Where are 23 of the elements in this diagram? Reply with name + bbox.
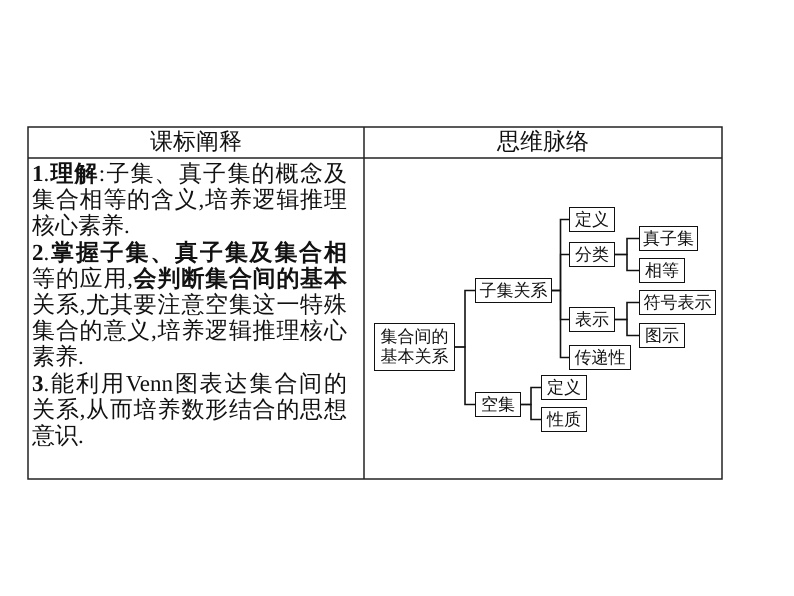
concept-box: 性质 (541, 407, 587, 432)
concept-box: 表示 (569, 307, 615, 332)
concept-box: 子集关系 (475, 278, 552, 303)
concept-box: 分类 (569, 242, 615, 267)
connector-line (615, 318, 639, 336)
concept-box: 符号表示 (639, 290, 716, 315)
objective-text: 3.能利用Venn图表达集合间的关系,从而培养数形结合的思想意识. (32, 370, 347, 450)
concept-box: 相等 (639, 258, 685, 283)
concept-box: 传递性 (569, 345, 631, 370)
connector-line (552, 290, 569, 358)
connector-line (615, 254, 639, 272)
concept-box: 定义 (569, 207, 615, 232)
column-heading: 思维脉络 (497, 128, 589, 156)
concept-box: 定义 (541, 375, 587, 400)
objective-text: 2.掌握子集、真子集及集合相等的应用,会判断集合间的基本关系,尤其要注意空集这一特殊集合的意义,培养逻辑推理核心素养. (32, 240, 347, 371)
objective-text: 1.理解:子集、真子集的概念及集合相等的含义,培养逻辑推理核心素养. (32, 161, 347, 240)
connector-line (455, 346, 475, 406)
concept-box: 集合间的基本关系 (374, 323, 455, 371)
column-heading: 课标阐释 (150, 128, 242, 156)
concept-box: 真子集 (639, 226, 698, 251)
concept-box: 图示 (639, 323, 685, 348)
connector-line (521, 404, 541, 420)
concept-box: 空集 (475, 392, 521, 417)
